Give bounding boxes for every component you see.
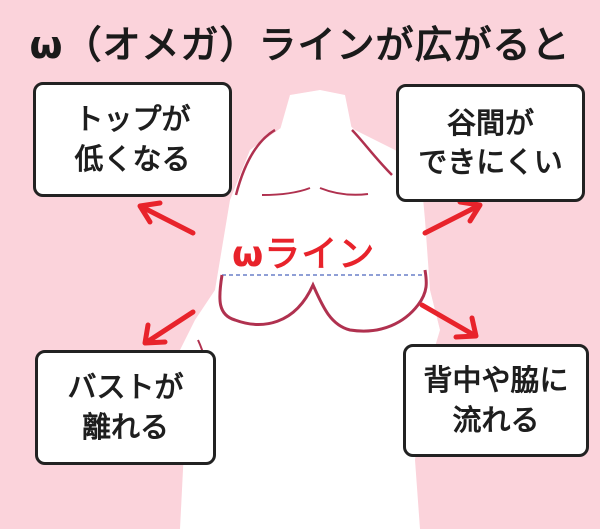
effect-text-line: 離れる xyxy=(81,409,169,444)
collarbone-left xyxy=(261,187,311,196)
effect-box-flow-to-back: 背中や脇に 流れる xyxy=(403,344,589,457)
torso-neck xyxy=(280,90,352,130)
effect-text-line: できにくい xyxy=(418,145,563,179)
effect-box-no-cleavage: 谷間が できにくい xyxy=(396,84,585,202)
collarbone-right xyxy=(319,187,369,196)
shoulder-line-left xyxy=(234,128,276,196)
shoulder-line-right xyxy=(351,129,393,176)
effect-text-line: 谷間が xyxy=(446,105,534,140)
omega-line-label: ωライン xyxy=(232,234,376,275)
effect-box-lower-top: トップが 低くなる xyxy=(33,82,232,197)
arrow-top-left xyxy=(137,200,196,236)
effect-box-breasts-apart: バストが 離れる xyxy=(35,350,216,465)
torso-body xyxy=(175,110,440,529)
omega-outline xyxy=(218,269,428,333)
page-title: ω（オメガ）ラインが広がると xyxy=(29,23,571,67)
arrow-top-right xyxy=(422,199,483,236)
effect-text-line: バストが xyxy=(67,370,184,405)
effect-text-line: 低くなる xyxy=(74,141,191,176)
effect-text-line: 背中や脇に xyxy=(423,363,569,398)
effect-text-line: 流れる xyxy=(452,402,540,437)
arrow-bottom-left xyxy=(142,309,196,346)
effect-text-line: トップが xyxy=(74,102,191,137)
arrow-bottom-right xyxy=(419,302,479,340)
